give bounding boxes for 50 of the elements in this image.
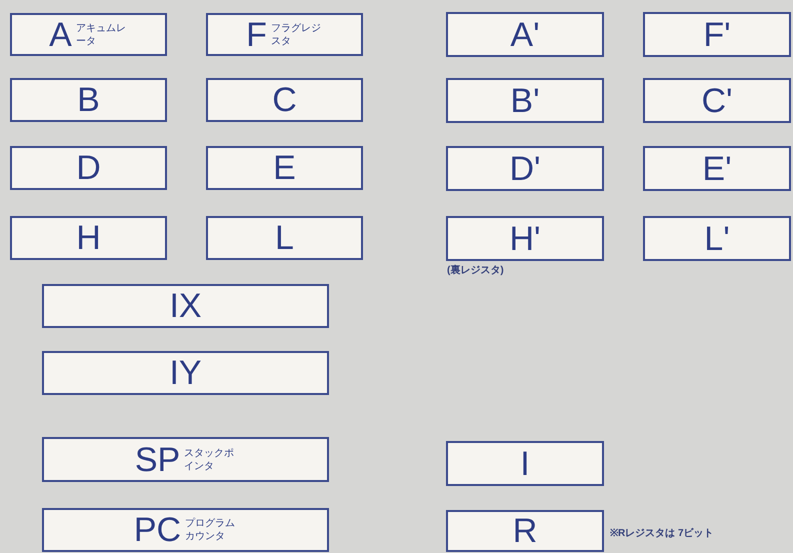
register-box	[643, 12, 791, 57]
register-name: E'	[702, 152, 732, 186]
register-name: IX	[169, 289, 202, 323]
register-name: D'	[509, 152, 541, 186]
register-description: フラグレジスタ	[270, 22, 322, 48]
register-box	[643, 78, 791, 123]
register-name: F'	[703, 18, 731, 52]
register-name: I	[520, 446, 530, 480]
register-box	[446, 441, 604, 486]
register-box	[42, 284, 329, 328]
register-name: A	[49, 18, 72, 52]
register-box	[446, 78, 604, 123]
register-box	[206, 78, 363, 122]
register-box	[446, 146, 604, 191]
register-box	[206, 13, 363, 56]
register-name: C	[272, 83, 297, 117]
register-box	[206, 216, 363, 260]
register-box	[643, 216, 791, 261]
register-name: SP	[134, 442, 180, 476]
register-box	[446, 510, 604, 552]
note-text: (裏レジスタ)	[447, 264, 504, 278]
register-name: D	[76, 151, 101, 185]
register-box	[10, 216, 167, 260]
register-name: PC	[134, 513, 182, 547]
register-box	[42, 508, 329, 552]
register-box	[42, 437, 329, 482]
register-box	[10, 13, 167, 56]
register-name: E	[273, 151, 296, 185]
register-box	[42, 351, 329, 395]
register-description: アキュムレータ	[76, 22, 127, 48]
register-name: B	[77, 83, 100, 117]
register-name: IY	[169, 356, 202, 390]
register-name: R	[512, 514, 538, 548]
note-text: ※Rレジスタは 7ビット	[610, 526, 714, 541]
register-name: C'	[701, 84, 733, 118]
register-name: B'	[510, 84, 540, 118]
register-name: H'	[509, 222, 541, 256]
register-box	[10, 146, 167, 190]
register-name: L	[275, 221, 294, 255]
register-description: プログラムカウンタ	[185, 517, 236, 543]
register-box	[446, 216, 604, 261]
register-box	[206, 146, 363, 190]
register-name: H	[76, 221, 101, 255]
register-name: F	[246, 18, 267, 52]
register-box	[643, 146, 791, 191]
register-box	[446, 12, 604, 57]
register-box	[10, 78, 167, 122]
register-description: スタックポインタ	[184, 446, 236, 472]
register-name: A'	[510, 18, 540, 52]
register-name: L'	[704, 222, 730, 256]
